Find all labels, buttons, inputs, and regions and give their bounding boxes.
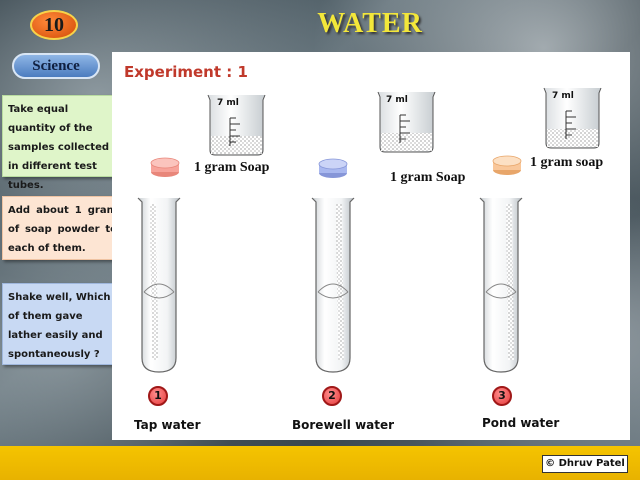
soap-label-3: 1 gram soap [530,155,604,170]
soap-label-1: 1 gram Soap [194,160,270,175]
tube-label-2: Borewell water [292,418,395,432]
step-1-box: Take equal quantity of the samples colle… [2,95,123,191]
experiment-panel [112,52,630,440]
soap-dish-1 [150,157,180,177]
test-tube-1 [137,197,181,373]
bottom-bar [0,446,640,480]
chapter-number-badge: 10 [30,10,78,40]
tube-label-3: Pond water [482,416,560,430]
subject-button[interactable]: Science [12,53,100,79]
step-2-box: Add about 1 gram of soap powder to each … [2,196,123,260]
step-3-box: Shake well, Which of them gave lather ea… [2,283,123,365]
beaker-2-volume: 7 ml [386,95,408,105]
soap-label-2: 1 gram Soap [390,170,466,185]
beaker-3-volume: 7 ml [552,91,574,101]
beaker-1-volume: 7 ml [217,98,239,108]
tube-number-1: 1 [148,386,168,406]
beaker-3 [543,87,602,149]
beaker-1 [207,94,266,156]
tube-label-1: Tap water [134,418,201,432]
beaker-2 [377,91,436,153]
soap-dish-3 [492,155,522,175]
experiment-title: Experiment : 1 [124,63,248,81]
test-tube-2 [311,197,355,373]
tube-number-3: 3 [492,386,512,406]
credit-label: © Dhruv Patel [542,455,628,473]
tube-number-2: 2 [322,386,342,406]
page-title: WATER [317,8,423,39]
soap-dish-2 [318,158,348,178]
test-tube-3 [479,197,523,373]
